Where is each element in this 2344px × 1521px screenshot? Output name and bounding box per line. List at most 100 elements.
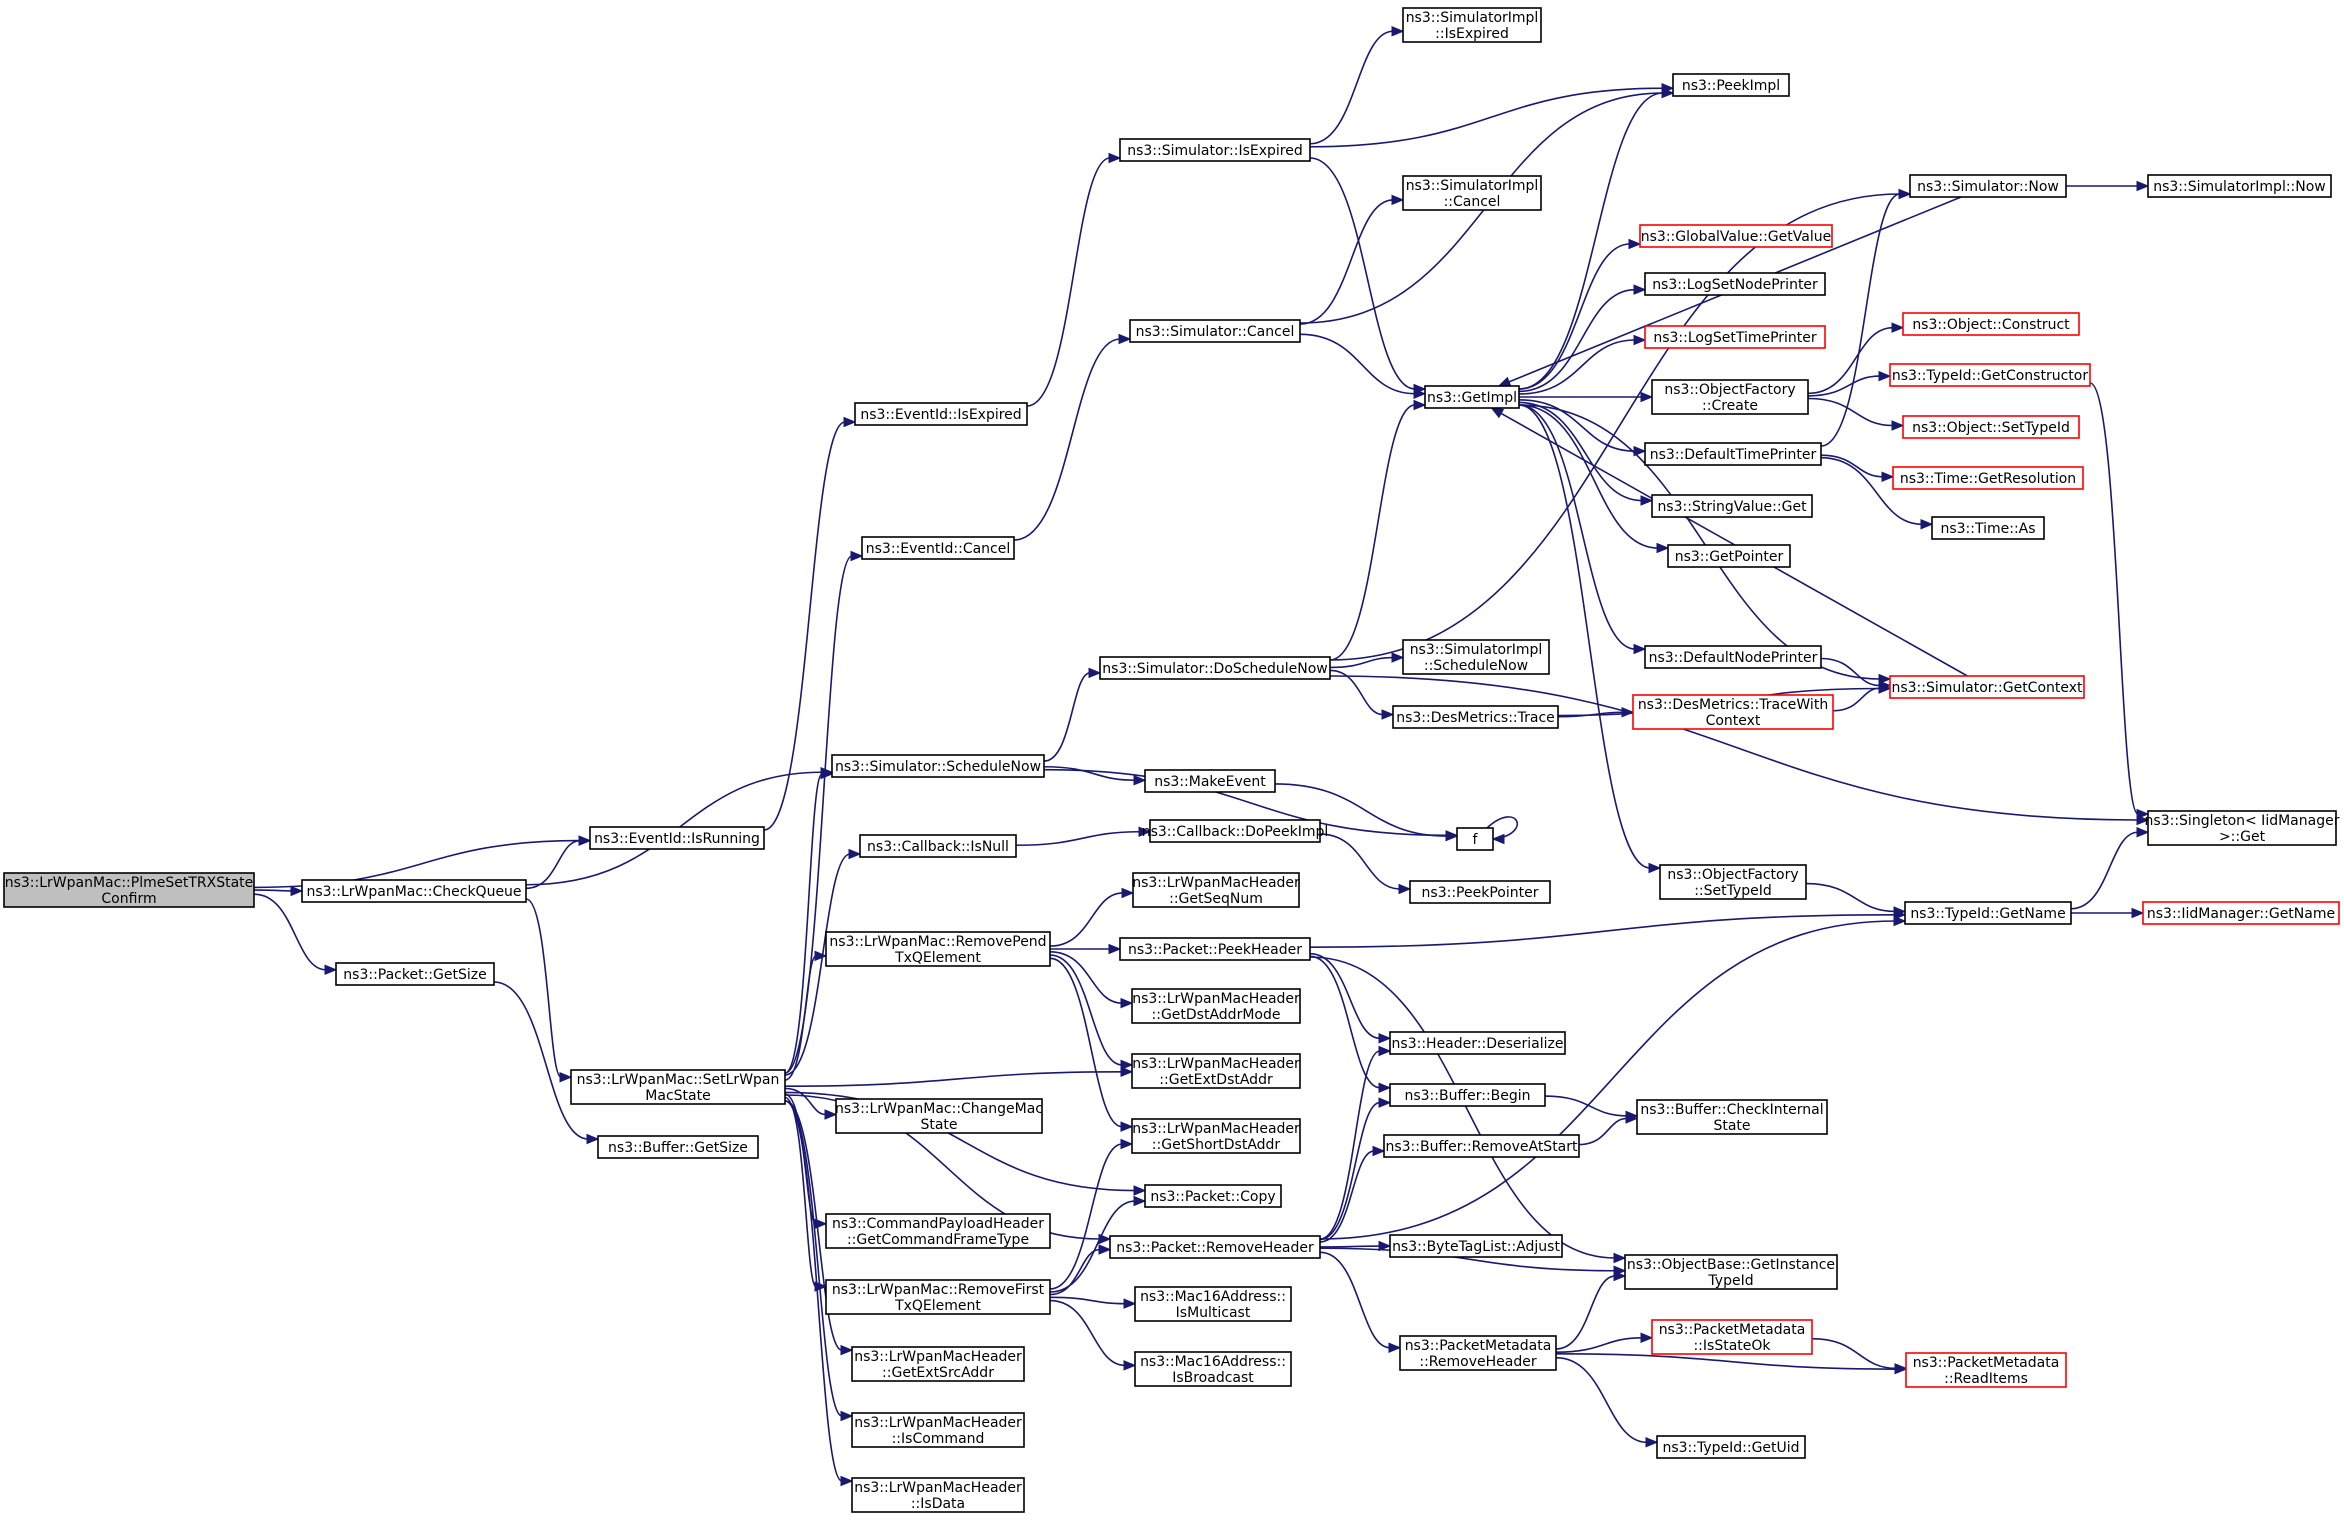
node-ismulticast[interactable]: ns3::Mac16Address::IsMulticast [1134,1286,1292,1322]
node-singleton-get[interactable]: ns3::Singleton< IidManager>::Get [2145,810,2340,846]
node-label: ns3::LrWpanMac::PlmeSetTRXState [5,875,254,891]
node-pkt-getsize[interactable]: ns3::Packet::GetSize [335,962,495,986]
node-label: ns3::LrWpanMacHeader [1132,991,1300,1007]
edge-root-to-pkt-getsize [253,893,338,976]
node-tid-getctor[interactable]: ns3::TypeId::GetConstructor [1889,363,2091,387]
node-getpointer[interactable]: ns3::GetPointer [1667,544,1791,568]
node-logsetnode[interactable]: ns3::LogSetNodePrinter [1644,272,1826,296]
edge-setstate-to-isdata [784,1100,854,1487]
node-makeevent[interactable]: ns3::MakeEvent [1144,769,1276,793]
node-box [1667,544,1791,568]
node-sim-dosched[interactable]: ns3::Simulator::DoScheduleNow [1099,656,1331,680]
node-pm-readitems[interactable]: ns3::PacketMetadata::ReadItems [1905,1352,2067,1388]
node-bytetag-adjust[interactable]: ns3::ByteTagList::Adjust [1389,1234,1563,1258]
edge-remfirst-to-getshortdst [1049,1138,1134,1290]
node-sim-isexpired[interactable]: ns3::Simulator::IsExpired [1119,138,1311,162]
node-iid-getname[interactable]: ns3::IidManager::GetName [2142,901,2340,925]
node-gv-getvalue[interactable]: ns3::GlobalValue::GetValue [1639,224,1833,248]
node-checkqueue[interactable]: ns3::LrWpanMac::CheckQueue [301,879,527,903]
node-label: ns3::LrWpanMacHeader [854,1349,1022,1365]
node-pm-removehdr[interactable]: ns3::PacketMetadata::RemoveHeader [1399,1335,1557,1371]
node-time-getres[interactable]: ns3::Time::GetResolution [1892,466,2084,490]
node-box [1656,1435,1806,1459]
node-label: ns3::Callback::DoPeekImpl [1142,824,1329,840]
node-getseqnum[interactable]: ns3::LrWpanMacHeader::GetSeqNum [1132,872,1300,908]
node-eid-isexpired[interactable]: ns3::EventId::IsExpired [854,402,1028,426]
node-buf-begin[interactable]: ns3::Buffer::Begin [1389,1083,1546,1107]
node-sim-schednow[interactable]: ns3::Simulator::ScheduleNow [831,754,1045,778]
node-getshortdst[interactable]: ns3::LrWpanMacHeader::GetShortDstAddr [1131,1118,1301,1154]
node-getimpl[interactable]: ns3::GetImpl [1424,385,1520,409]
node-hdr-deserialize[interactable]: ns3::Header::Deserialize [1389,1031,1566,1055]
node-simimpl-now[interactable]: ns3::SimulatorImpl::Now [2147,174,2332,198]
node-deftime[interactable]: ns3::DefaultTimePrinter [1644,442,1822,466]
node-pkt-copy[interactable]: ns3::Packet::Copy [1144,1184,1282,1208]
node-eid-isrunning[interactable]: ns3::EventId::IsRunning [589,826,765,850]
node-tid-getuid[interactable]: ns3::TypeId::GetUid [1656,1435,1806,1459]
node-pkt-peekhdr[interactable]: ns3::Packet::PeekHeader [1119,937,1311,961]
node-buf-getsize[interactable]: ns3::Buffer::GetSize [597,1135,759,1159]
node-box [831,754,1045,778]
node-box [1119,138,1311,162]
node-tid-getname[interactable]: ns3::TypeId::GetName [1904,901,2072,925]
edge-deftime-to-sim-now [1820,188,1912,447]
node-label: ns3::LrWpanMacHeader [1132,1056,1300,1072]
node-label: ns3::Simulator::Cancel [1136,324,1295,340]
node-label: ns3::Time::GetResolution [1900,471,2076,487]
node-box [1131,1118,1301,1154]
node-getextsrc[interactable]: ns3::LrWpanMacHeader::GetExtSrcAddr [851,1346,1025,1382]
node-time-as[interactable]: ns3::Time::As [1931,516,2045,540]
node-of-settypeid[interactable]: ns3::ObjectFactory::SetTypeId [1659,864,1807,900]
node-sim-getctx[interactable]: ns3::Simulator::GetContext [1889,675,2085,699]
node-simimpl-isexpired[interactable]: ns3::SimulatorImpl::IsExpired [1402,7,1542,43]
node-peekimpl[interactable]: ns3::PeekImpl [1672,73,1790,97]
edge-of-create-to-obj-settypeid [1807,397,1905,431]
node-box [1402,639,1550,675]
node-of-create[interactable]: ns3::ObjectFactory::Create [1651,379,1809,415]
edge-getimpl-to-sv-get [1518,401,1654,506]
node-f[interactable]: f [1456,827,1494,851]
edge-remfirst-to-isbroadcast [1049,1299,1137,1371]
node-simimpl-schednow[interactable]: ns3::SimulatorImpl::ScheduleNow [1402,639,1550,675]
node-logsettime[interactable]: ns3::LogSetTimePrinter [1644,325,1826,349]
node-simimpl-cancel[interactable]: ns3::SimulatorImpl::Cancel [1402,175,1542,211]
node-obj-construct[interactable]: ns3::Object::Construct [1902,312,2080,336]
node-buf-removeatstart[interactable]: ns3::Buffer::RemoveAtStart [1383,1134,1580,1158]
node-peekpointer[interactable]: ns3::PeekPointer [1409,880,1551,904]
node-cb-dopeek[interactable]: ns3::Callback::DoPeekImpl [1142,819,1329,843]
node-sim-cancel[interactable]: ns3::Simulator::Cancel [1129,319,1301,343]
node-sv-get[interactable]: ns3::StringValue::Get [1651,494,1813,518]
node-defnode[interactable]: ns3::DefaultNodePrinter [1644,645,1822,669]
node-label: IsMulticast [1176,1305,1251,1321]
node-label: ns3::GlobalValue::GetValue [1641,229,1831,245]
node-label: Confirm [101,891,156,907]
node-isbroadcast[interactable]: ns3::Mac16Address::IsBroadcast [1134,1351,1292,1387]
node-cmdpayload[interactable]: ns3::CommandPayloadHeader::GetCommandFra… [825,1213,1051,1249]
node-isdata[interactable]: ns3::LrWpanMacHeader::IsData [851,1477,1025,1513]
edge-pm-removehdr-to-pm-readitems [1555,1353,1908,1375]
node-box [1889,675,2085,699]
node-label: Context [1706,713,1761,729]
node-sim-now[interactable]: ns3::Simulator::Now [1909,174,2067,198]
node-pkt-remhdr[interactable]: ns3::Packet::RemoveHeader [1109,1235,1321,1259]
node-box [335,962,495,986]
node-getextdst[interactable]: ns3::LrWpanMacHeader::GetExtDstAddr [1131,1053,1301,1089]
node-getdstmode[interactable]: ns3::LrWpanMacHeader::GetDstAddrMode [1131,988,1301,1024]
node-obj-settypeid[interactable]: ns3::Object::SetTypeId [1902,415,2080,439]
node-eid-cancel[interactable]: ns3::EventId::Cancel [861,536,1015,560]
node-pm-isstateok[interactable]: ns3::PacketMetadata::IsStateOk [1651,1319,1813,1355]
node-iscommand[interactable]: ns3::LrWpanMacHeader::IsCommand [851,1412,1025,1448]
node-cb-isnull[interactable]: ns3::Callback::IsNull [859,834,1017,858]
node-desmetrics-trace[interactable]: ns3::DesMetrics::Trace [1392,705,1559,729]
node-label: ::GetDstAddrMode [1152,1007,1281,1023]
node-label: ns3::Packet::RemoveHeader [1116,1240,1314,1256]
edge-setstate-to-iscommand [784,1100,854,1422]
